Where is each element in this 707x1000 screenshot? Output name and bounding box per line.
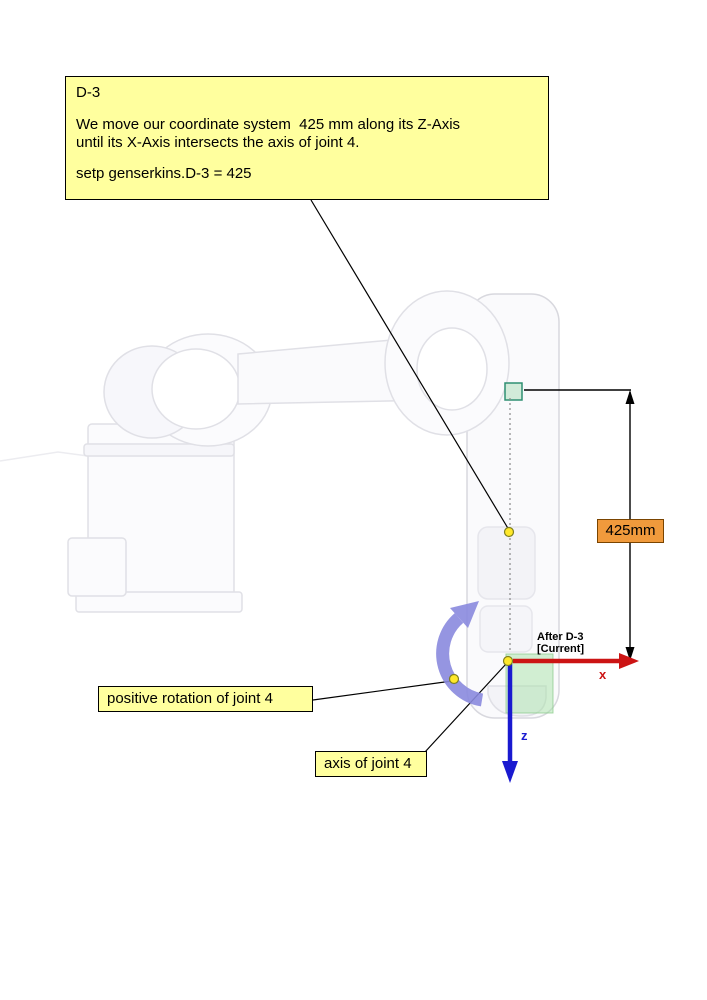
d3-command: setp genserkins.D-3 = 425 xyxy=(76,165,252,182)
leader-lines xyxy=(310,199,510,753)
dimension-label: 425mm xyxy=(597,519,664,543)
leader-axis-label xyxy=(424,663,507,753)
previous-frame-marker xyxy=(504,382,523,401)
d3-body: We move our coordinate system 425 mm alo… xyxy=(76,116,538,152)
leader-d3-note xyxy=(310,199,510,531)
current-frame-highlight xyxy=(505,653,554,714)
d3-note-callout: D-3 We move our coordinate system 425 mm… xyxy=(65,76,549,200)
frame-label-line1: After D-3 xyxy=(537,631,584,643)
rotation-marker-dot xyxy=(448,673,460,685)
joint4-origin-dot xyxy=(502,655,514,667)
robot-illustration xyxy=(0,290,560,719)
frame-label: After D-3 [Current] xyxy=(537,631,584,655)
rotation-label: positive rotation of joint 4 xyxy=(107,690,273,707)
axis-label-callout: axis of joint 4 xyxy=(315,751,427,777)
x-axis-label: x xyxy=(599,667,607,682)
d3-title: D-3 xyxy=(76,84,101,101)
z-axis-arrow xyxy=(502,664,518,783)
d3-body-line1: We move our coordinate system 425 mm alo… xyxy=(76,116,461,133)
mid-z-marker-dot xyxy=(503,526,515,538)
marker-dots xyxy=(448,526,515,685)
rotation-label-callout: positive rotation of joint 4 xyxy=(98,686,313,712)
z-axis-label: z xyxy=(521,728,528,743)
table-edge-line xyxy=(0,451,89,462)
frame-label-line2: [Current] xyxy=(537,643,585,655)
joint4-rotation-arrow xyxy=(436,601,484,707)
axis-label: axis of joint 4 xyxy=(324,755,412,772)
d3-body-line2: until its X-Axis intersects the axis of … xyxy=(76,134,360,151)
leader-rotation-label xyxy=(312,680,453,701)
x-axis-arrow xyxy=(513,653,639,669)
